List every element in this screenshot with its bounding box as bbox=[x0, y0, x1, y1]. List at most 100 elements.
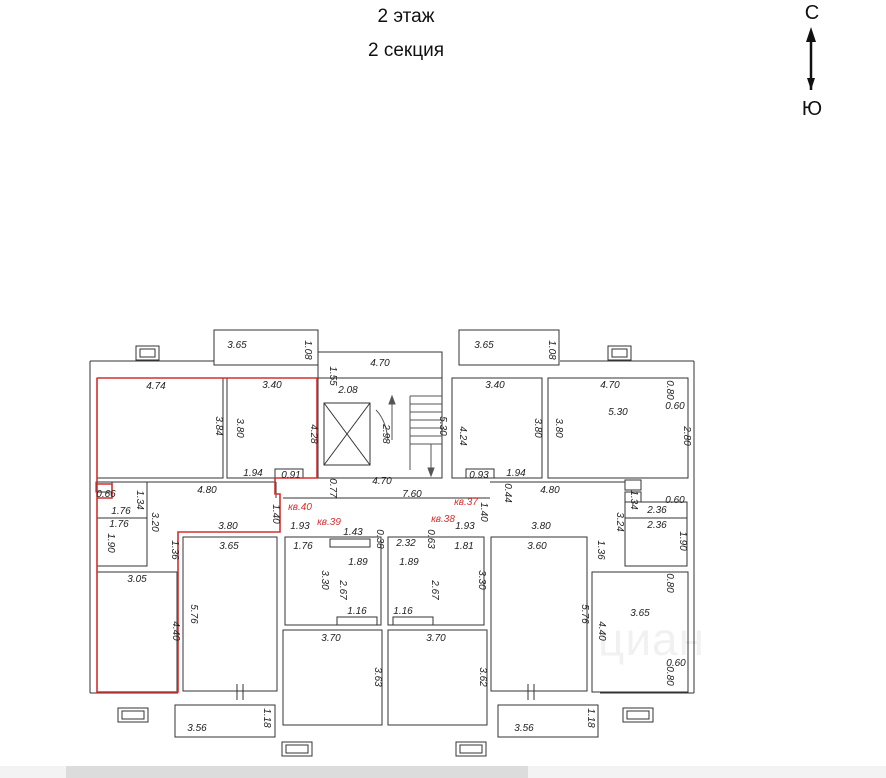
dimension-label: 3.60 bbox=[527, 541, 547, 552]
dimension-label: 0.91 bbox=[281, 470, 300, 481]
dimension-label: 1.08 bbox=[546, 340, 557, 360]
dimension-label: 0.93 bbox=[469, 470, 489, 481]
dimension-label: 3.62 bbox=[477, 667, 488, 687]
dimension-label: 1.34 bbox=[628, 490, 639, 510]
dimension-label: 2.67 bbox=[337, 579, 348, 600]
dimension-label: 1.18 bbox=[261, 708, 272, 728]
dimension-label: 5.30 bbox=[437, 416, 448, 436]
dimension-label: 2.08 bbox=[337, 385, 358, 396]
dimension-label: 0.80 bbox=[664, 380, 675, 400]
dimension-label: 3.70 bbox=[321, 633, 341, 644]
dimension-label: 4.80 bbox=[197, 485, 217, 496]
dimension-label: 1.76 bbox=[293, 541, 313, 552]
dimension-label: 1.94 bbox=[243, 468, 263, 479]
dimension-label: 1.94 bbox=[506, 468, 526, 479]
balcony-top-right bbox=[458, 329, 560, 366]
dimension-label: 3.56 bbox=[514, 723, 534, 734]
dimension-label: 4.70 bbox=[372, 476, 392, 487]
dimension-label: 4.24 bbox=[457, 426, 468, 446]
dimension-label: 4.40 bbox=[170, 621, 181, 641]
dimension-label: 0.60 bbox=[665, 401, 685, 412]
dimension-label: 2.36 bbox=[646, 505, 667, 516]
dimension-label: 0.60 bbox=[665, 495, 685, 506]
dimension-label: 1.93 bbox=[455, 521, 475, 532]
dimension-label: 3.65 bbox=[630, 608, 650, 619]
dimension-label: 0.38 bbox=[374, 529, 385, 549]
dimension-label: 4.80 bbox=[540, 485, 560, 496]
dimension-label: 1.90 bbox=[677, 531, 688, 551]
dimension-label: 3.80 bbox=[553, 418, 564, 438]
dimension-label: 7.60 bbox=[402, 489, 422, 500]
dimension-label: 3.80 bbox=[532, 418, 543, 438]
dimension-label: 5.76 bbox=[188, 604, 199, 624]
section-title: 2 секция bbox=[367, 40, 444, 61]
dimension-label: 2.36 bbox=[646, 520, 667, 531]
apartment-40-outline bbox=[96, 377, 318, 693]
dimension-label: 2.32 bbox=[395, 538, 416, 549]
dimension-label: 3.20 bbox=[149, 512, 160, 532]
dimension-label: 0.80 bbox=[664, 666, 675, 686]
dimension-label: 1.43 bbox=[343, 527, 363, 538]
dimension-label: 4.70 bbox=[370, 358, 390, 369]
dimension-label: 4.70 bbox=[600, 380, 620, 391]
dimension-label: 2.98 bbox=[380, 423, 391, 444]
dimension-label: 3.24 bbox=[614, 512, 625, 532]
dimension-label: 3.30 bbox=[476, 570, 487, 590]
apartment-label: кв.40 bbox=[288, 502, 312, 513]
dimension-label: 3.80 bbox=[531, 521, 551, 532]
dimension-label: 1.16 bbox=[393, 606, 413, 617]
watermark: циан bbox=[598, 613, 706, 665]
dimension-label: 3.65 bbox=[219, 541, 239, 552]
dimension-label: 1.89 bbox=[348, 557, 368, 568]
dimension-label: 1.36 bbox=[595, 540, 606, 560]
dimension-label: 4.74 bbox=[146, 381, 166, 392]
compass-north-label: С bbox=[804, 2, 820, 24]
dimension-label: 1.40 bbox=[270, 504, 281, 524]
dimension-label: 1.93 bbox=[290, 521, 310, 532]
dimension-label: 4.40 bbox=[596, 621, 607, 641]
dimension-label: 4.28 bbox=[308, 424, 319, 444]
dimension-label: 3.63 bbox=[372, 667, 383, 687]
floor-title: 2 этаж bbox=[377, 6, 435, 27]
apartment-label: кв.39 bbox=[317, 517, 341, 528]
apartment-label: кв.38 bbox=[431, 514, 455, 525]
dimension-label: 3.70 bbox=[426, 633, 446, 644]
dimension-label: 1.34 bbox=[134, 490, 145, 510]
dimension-label: 1.89 bbox=[399, 557, 419, 568]
apartment-label: кв.37 bbox=[454, 497, 478, 508]
dimension-label: 3.40 bbox=[262, 380, 282, 391]
dimension-label: 3.65 bbox=[474, 340, 494, 351]
dimension-label: 3.30 bbox=[319, 570, 330, 590]
dimension-label: 3.40 bbox=[485, 380, 505, 391]
compass-south-label: Ю bbox=[801, 98, 823, 120]
dimension-label: 1.18 bbox=[585, 708, 596, 728]
dimension-label: 1.36 bbox=[169, 540, 180, 560]
dimension-label: 1.16 bbox=[347, 606, 367, 617]
dimension-label: 0.60 bbox=[666, 658, 686, 669]
dimension-label: 0.80 bbox=[664, 573, 675, 593]
dimension-label: 2.67 bbox=[429, 579, 440, 600]
dimension-label: 3.05 bbox=[127, 574, 147, 585]
dimension-label: 0.66 bbox=[96, 489, 116, 500]
dimension-label: 1.90 bbox=[105, 533, 116, 553]
dimension-label: 3.84 bbox=[213, 416, 224, 436]
scrollbar-thumb[interactable] bbox=[66, 766, 528, 778]
dimension-label: 1.81 bbox=[454, 541, 473, 552]
dimension-label: 3.56 bbox=[187, 723, 207, 734]
dimension-label: 3.80 bbox=[218, 521, 238, 532]
dimension-label: 3.65 bbox=[227, 340, 247, 351]
dimension-label: 5.76 bbox=[579, 604, 590, 624]
dimension-label: 3.80 bbox=[234, 418, 245, 438]
dimension-label: 0.44 bbox=[502, 483, 513, 503]
dimension-label: 2.80 bbox=[681, 425, 692, 446]
balcony-top-left bbox=[213, 329, 319, 366]
dimension-label: 1.08 bbox=[302, 340, 313, 360]
dimension-label: 0.63 bbox=[425, 529, 436, 549]
compass-arrow-icon bbox=[806, 27, 816, 90]
elevator-shaft bbox=[323, 402, 371, 466]
dimension-label: 1.76 bbox=[109, 519, 129, 530]
dimension-label: 1.76 bbox=[111, 506, 131, 517]
dimension-label: 1.40 bbox=[478, 502, 489, 522]
dimension-label: 1.55 bbox=[327, 366, 338, 386]
